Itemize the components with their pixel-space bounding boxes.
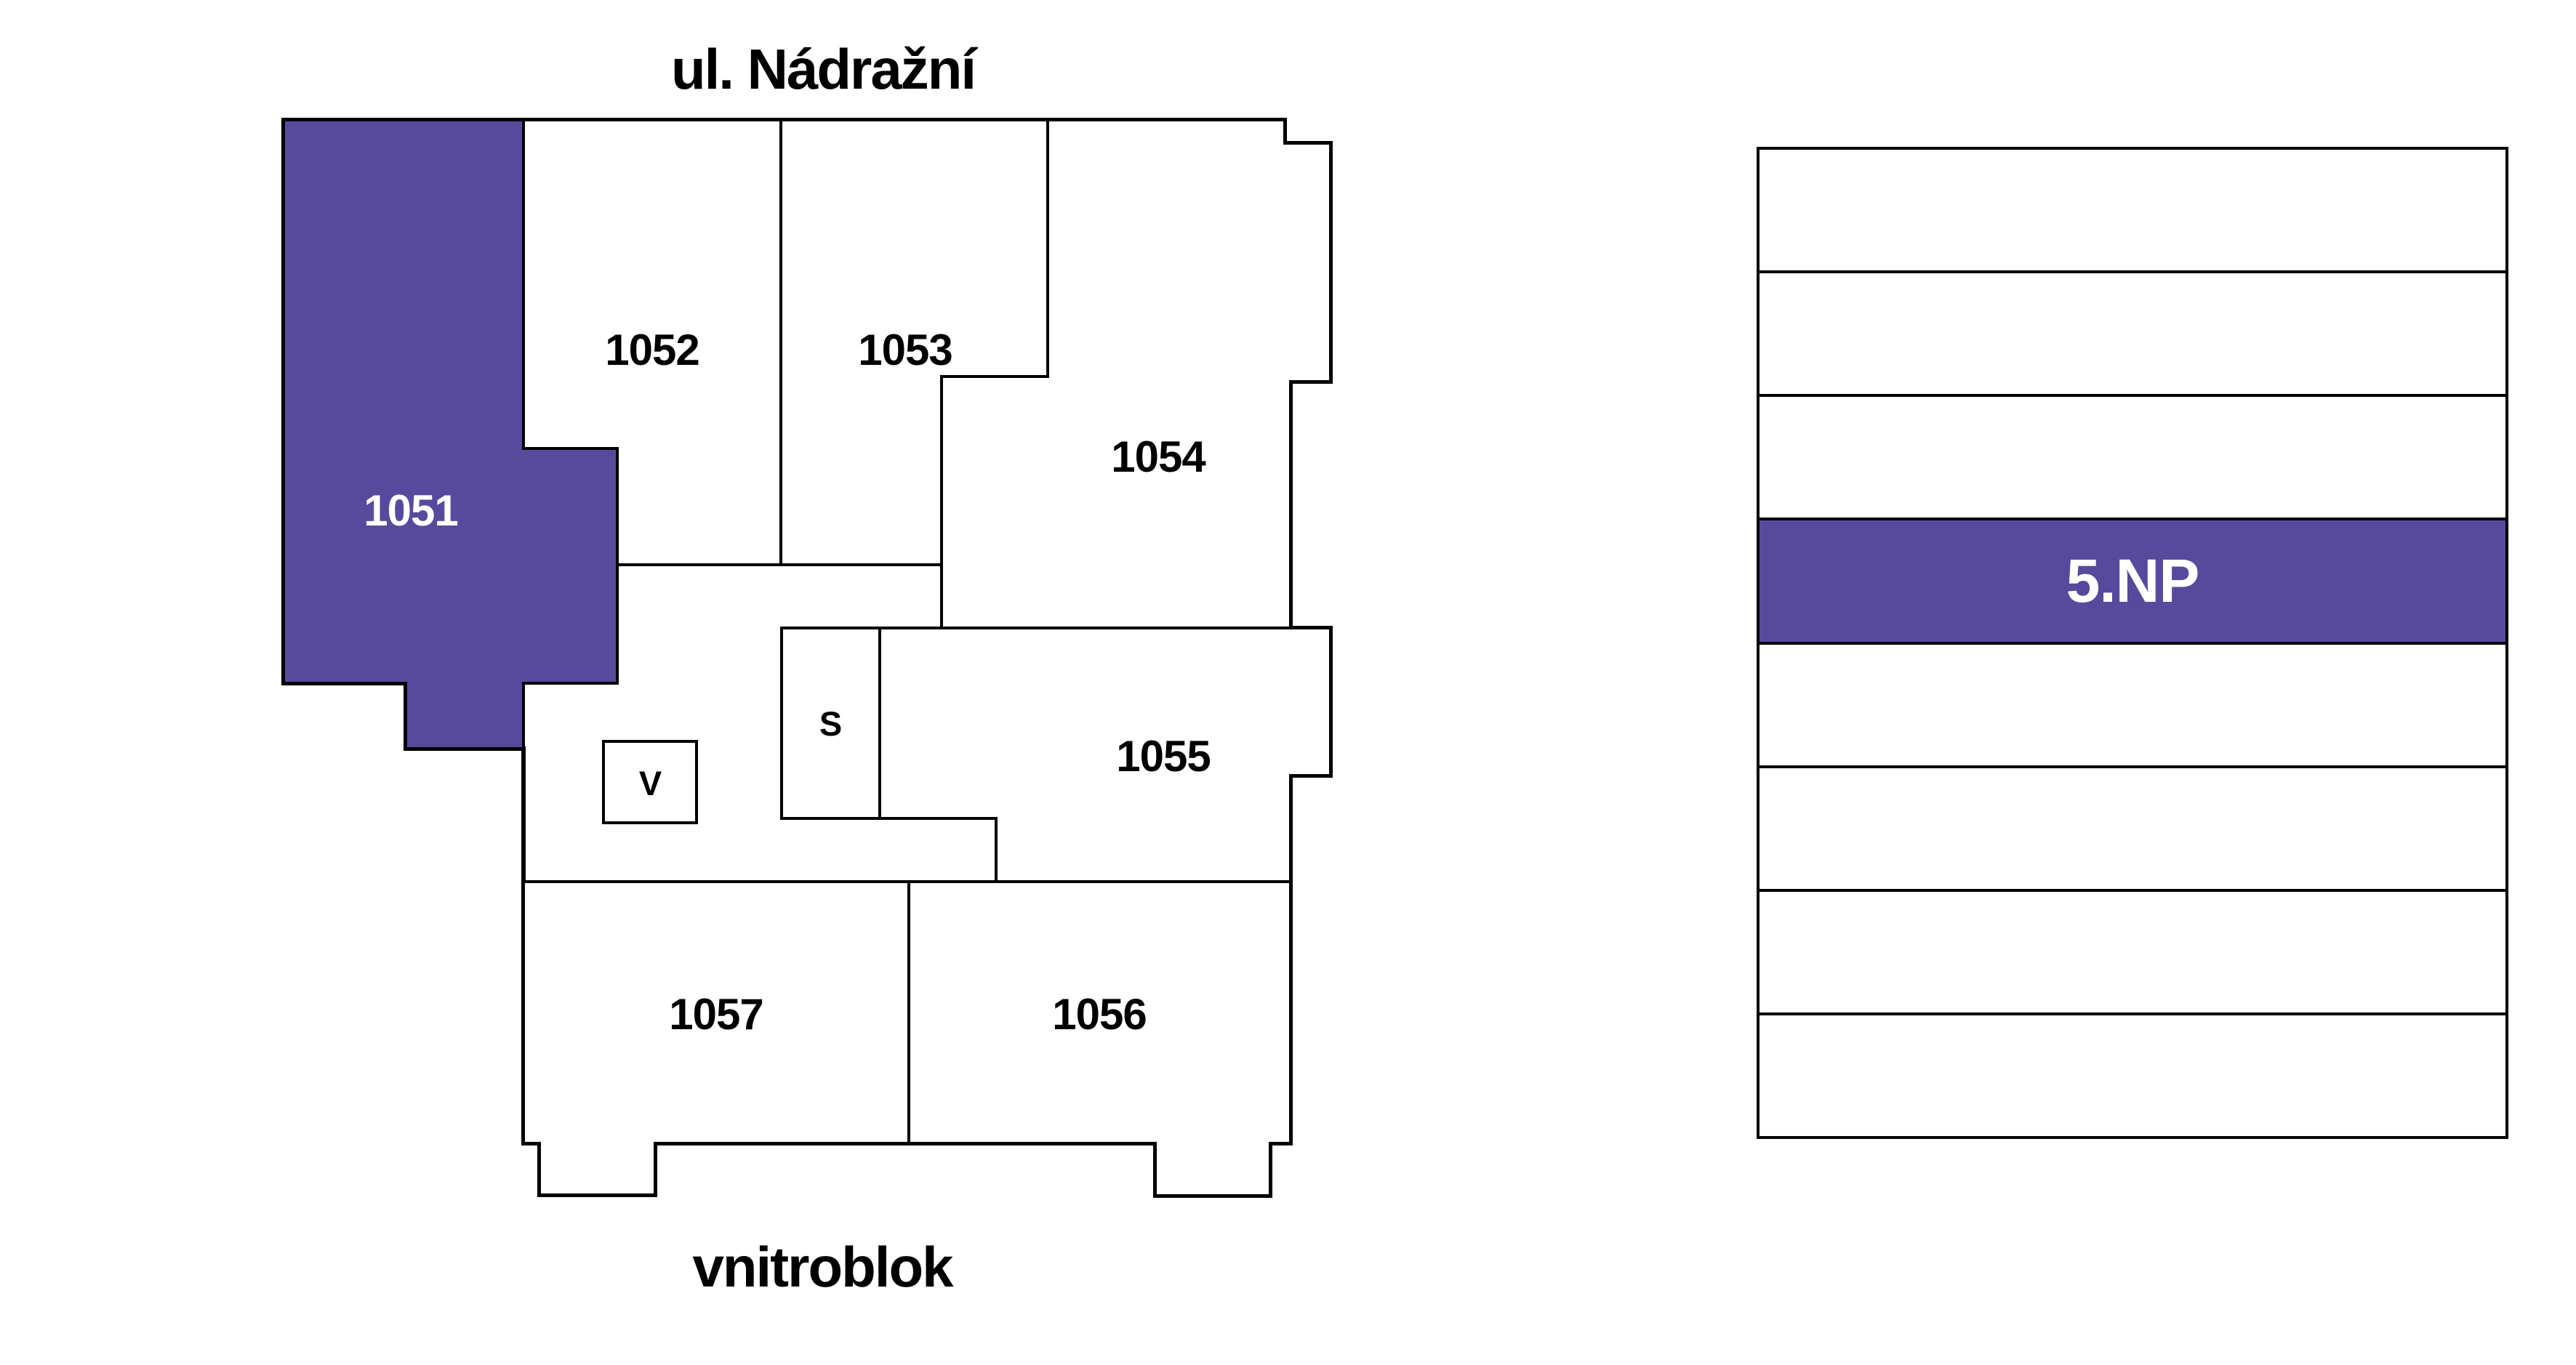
floor-row-1[interactable] xyxy=(1760,150,2505,274)
apartment-1055-label: 1055 xyxy=(1116,732,1210,781)
apartment-1052-label: 1052 xyxy=(605,326,699,374)
apartment-1054-label: 1054 xyxy=(1111,432,1206,481)
active-floor-label: 5.NP xyxy=(2066,546,2200,615)
floor-row-5[interactable] xyxy=(1760,644,2505,768)
floor-row-3[interactable] xyxy=(1760,397,2505,521)
elevator-room-shape xyxy=(602,740,698,824)
floor-selector: 5.NP xyxy=(1757,147,2508,1139)
stairs-room-shape xyxy=(780,627,881,820)
courtyard-title: vnitroblok xyxy=(692,1235,954,1299)
apartment-1054-shape[interactable] xyxy=(940,118,1332,629)
apartment-1051-label: 1051 xyxy=(364,486,457,535)
apartment-1056-shape[interactable] xyxy=(907,880,1292,1197)
floor-row-2[interactable] xyxy=(1760,273,2505,398)
apartment-1057-label: 1057 xyxy=(669,990,763,1039)
floor-row-6[interactable] xyxy=(1760,768,2505,892)
street-title: ul. Nádražní xyxy=(671,37,978,101)
elevator-room-label: V xyxy=(639,764,662,802)
stairs-room-label: S xyxy=(819,704,841,743)
floor-row-active[interactable]: 5.NP xyxy=(1760,520,2505,645)
floor-row-7[interactable] xyxy=(1760,891,2505,1015)
floor-row-8[interactable] xyxy=(1760,1015,2505,1136)
apartment-1056-label: 1056 xyxy=(1052,990,1146,1039)
apartment-1053-label: 1053 xyxy=(858,326,952,374)
